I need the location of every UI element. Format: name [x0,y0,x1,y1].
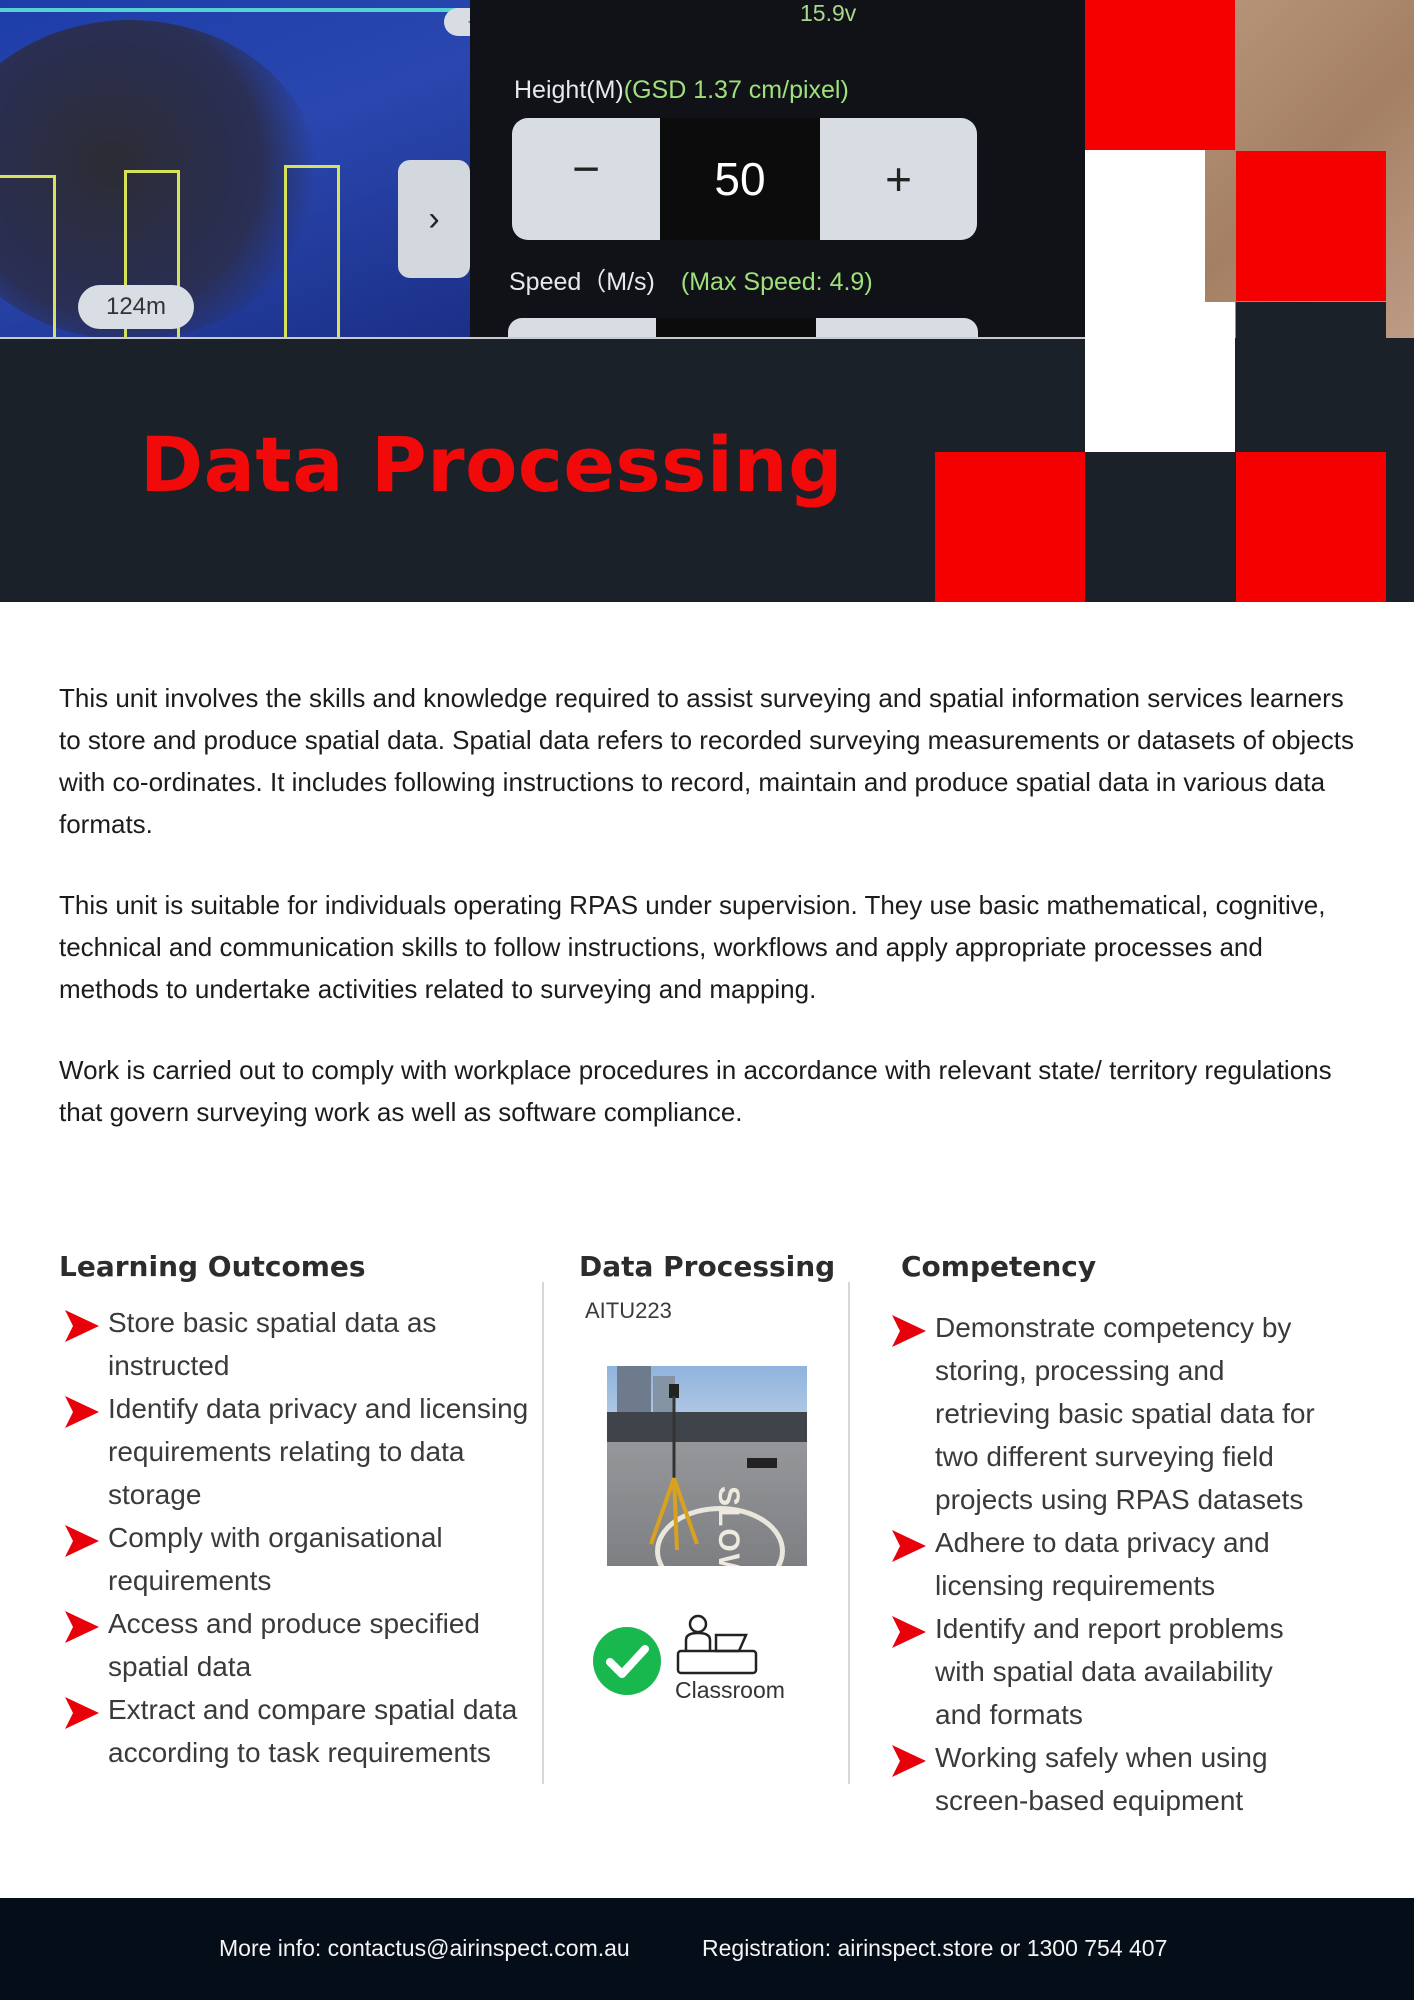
hero-photo: 124m › --/-- 15.9v Height(M)(GSD 1.37 cm… [0,0,1085,338]
footer-more-info[interactable]: More info: contactus@airinspect.com.au [219,1935,630,1961]
hero-voltage: 15.9v [800,0,857,26]
check-circle-icon [593,1627,661,1695]
list-item-text: Access and produce specified spatial dat… [108,1608,480,1682]
footer-registration[interactable]: Registration: airinspect.store or 1300 7… [702,1935,1168,1961]
list-item: Extract and compare spatial data accordi… [59,1688,529,1774]
intro-paragraph: This unit involves the skills and knowle… [59,683,1354,839]
hero-map-screen: 124m › [0,0,470,338]
hero-flight-path [284,165,340,338]
hero-speed-label: Speed（M/s) (Max Speed: 4.9) [509,262,873,298]
deco-square [935,452,1085,602]
chevron-right-icon: › [398,160,470,278]
deco-square [1085,302,1235,452]
hero-height-label: Height(M)(GSD 1.37 cm/pixel) [514,76,849,105]
hero-speed-value [656,318,816,338]
competency-list: Demonstrate competency by storing, proce… [886,1306,1326,1822]
deco-square [1236,302,1386,452]
list-item-text: Comply with organisational requirements [108,1522,443,1596]
unit-heading: Data Processing [579,1250,836,1283]
competency-heading: Competency [901,1250,1097,1283]
list-item-text: Store basic spatial data as instructed [108,1307,437,1381]
deco-square [1236,452,1386,602]
tripod-icon [649,1384,777,1551]
list-item-text: Identify and report problems with spatia… [935,1613,1284,1730]
list-item: Identify data privacy and licensing requ… [59,1387,529,1516]
list-item-text: Demonstrate competency by storing, proce… [935,1312,1315,1515]
list-item: Working safely when using screen-based e… [886,1736,1326,1822]
column-divider [542,1282,544,1784]
hero-flight-line [0,8,470,12]
hero-speed-stepper [508,318,978,338]
delivery-mode-label: Classroom [675,1677,785,1703]
hero-flight-path [124,170,180,338]
hero-scale-label: 124m [78,285,194,329]
hero-plus: + [885,153,912,205]
hero-height-text: Height(M) [514,76,624,104]
list-item: Access and produce specified spatial dat… [59,1602,529,1688]
deco-square [1236,151,1386,301]
hero-height-value: 50 [660,118,820,240]
hero-flight-path [0,175,56,338]
list-item-text: Working safely when using screen-based e… [935,1742,1268,1816]
list-item: Store basic spatial data as instructed [59,1301,529,1387]
hero-gsd-text: (GSD 1.37 cm/pixel) [623,76,849,104]
learning-outcomes-list: Store basic spatial data as instructed I… [59,1301,529,1774]
unit-photo: SLOW [607,1366,807,1566]
footer: More info: contactus@airinspect.com.au R… [0,1898,1414,2000]
photo-fence [607,1412,807,1442]
intro-paragraph: Work is carried out to comply with workp… [59,1055,1332,1127]
list-item: Comply with organisational requirements [59,1516,529,1602]
intro-section: This unit involves the skills and knowle… [59,677,1359,1172]
hero-speed-text: Speed（M/s) [509,268,655,296]
list-item-text: Adhere to data privacy and licensing req… [935,1527,1270,1601]
deco-square [1085,0,1235,150]
intro-paragraph: This unit is suitable for individuals op… [59,890,1326,1004]
page-title: Data Processing [140,420,843,509]
hero-height-stepper: − 50 + [512,118,977,240]
learning-outcomes-heading: Learning Outcomes [59,1250,366,1283]
list-item: Adhere to data privacy and licensing req… [886,1521,1326,1607]
list-item-text: Extract and compare spatial data accordi… [108,1694,518,1768]
hero-max-speed: (Max Speed: 4.9) [680,268,873,296]
hero-minus: − [571,143,601,196]
list-item: Demonstrate competency by storing, proce… [886,1306,1326,1521]
classroom-icon [676,1614,758,1675]
banner-divider [0,337,1085,339]
list-item-text: Identify data privacy and licensing requ… [108,1393,529,1510]
list-item: Identify and report problems with spatia… [886,1607,1326,1736]
column-divider [848,1282,850,1784]
unit-code: AITU223 [585,1298,672,1323]
